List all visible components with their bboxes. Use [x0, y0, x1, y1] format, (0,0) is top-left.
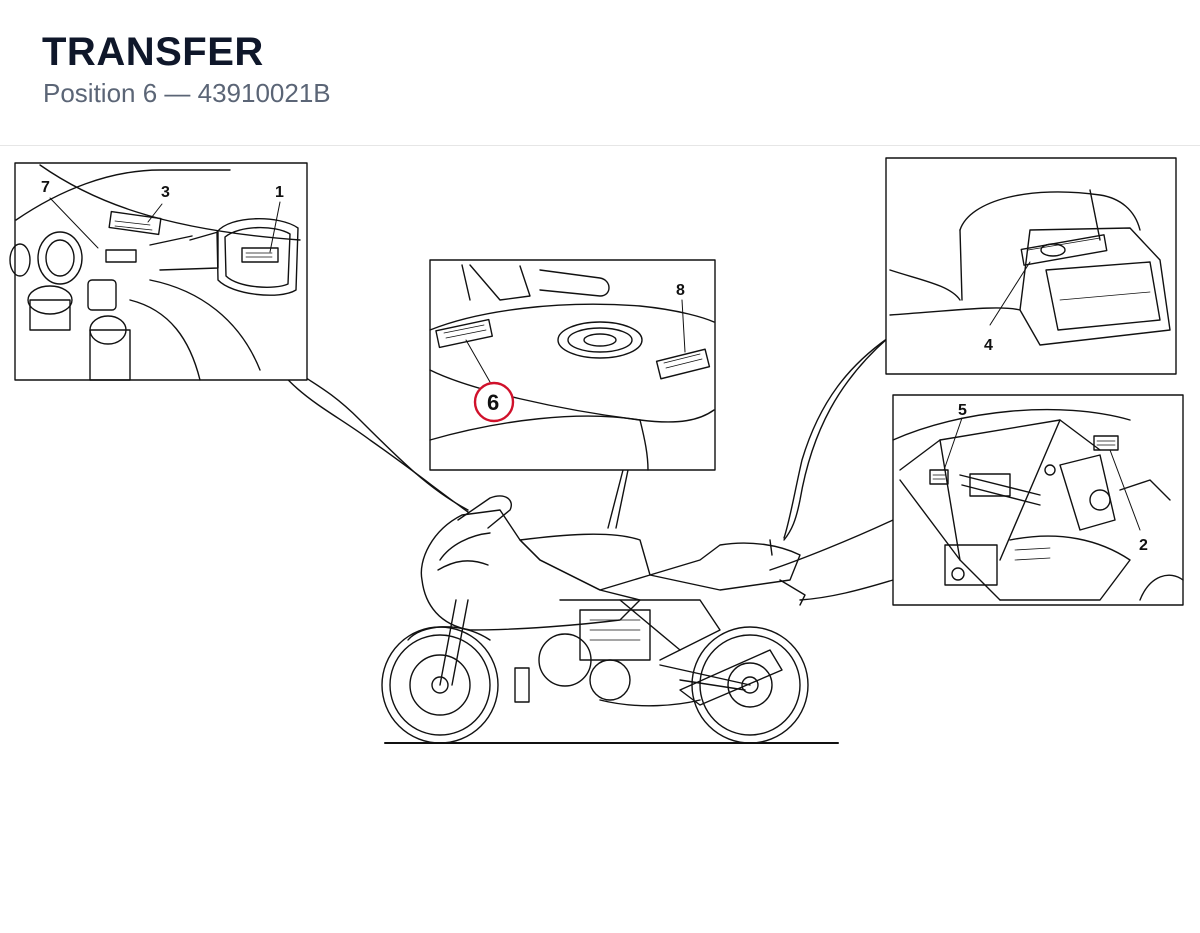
callout-5: 5 [958, 402, 967, 419]
detail-box-seat [885, 157, 1177, 375]
callout-2: 2 [1139, 537, 1148, 554]
callout-3: 3 [161, 184, 170, 201]
detail-box-fuel-tank [429, 259, 716, 471]
callout-6-highlighted: 6 [487, 390, 499, 415]
callout-7: 7 [41, 179, 50, 196]
page-subtitle: Position 6 — 43910021B [43, 78, 331, 108]
page-title: TRANSFER [42, 30, 264, 74]
page-header: TRANSFER Position 6 — 43910021B [0, 0, 1200, 146]
callout-1: 1 [275, 184, 284, 201]
callout-4: 4 [984, 337, 993, 354]
callout-8: 8 [676, 282, 685, 299]
highlight-circle-6 [473, 381, 515, 423]
detail-box-handlebar [9, 162, 308, 381]
motorcycle-illustration [381, 495, 839, 744]
detail-box-frame [892, 394, 1184, 606]
